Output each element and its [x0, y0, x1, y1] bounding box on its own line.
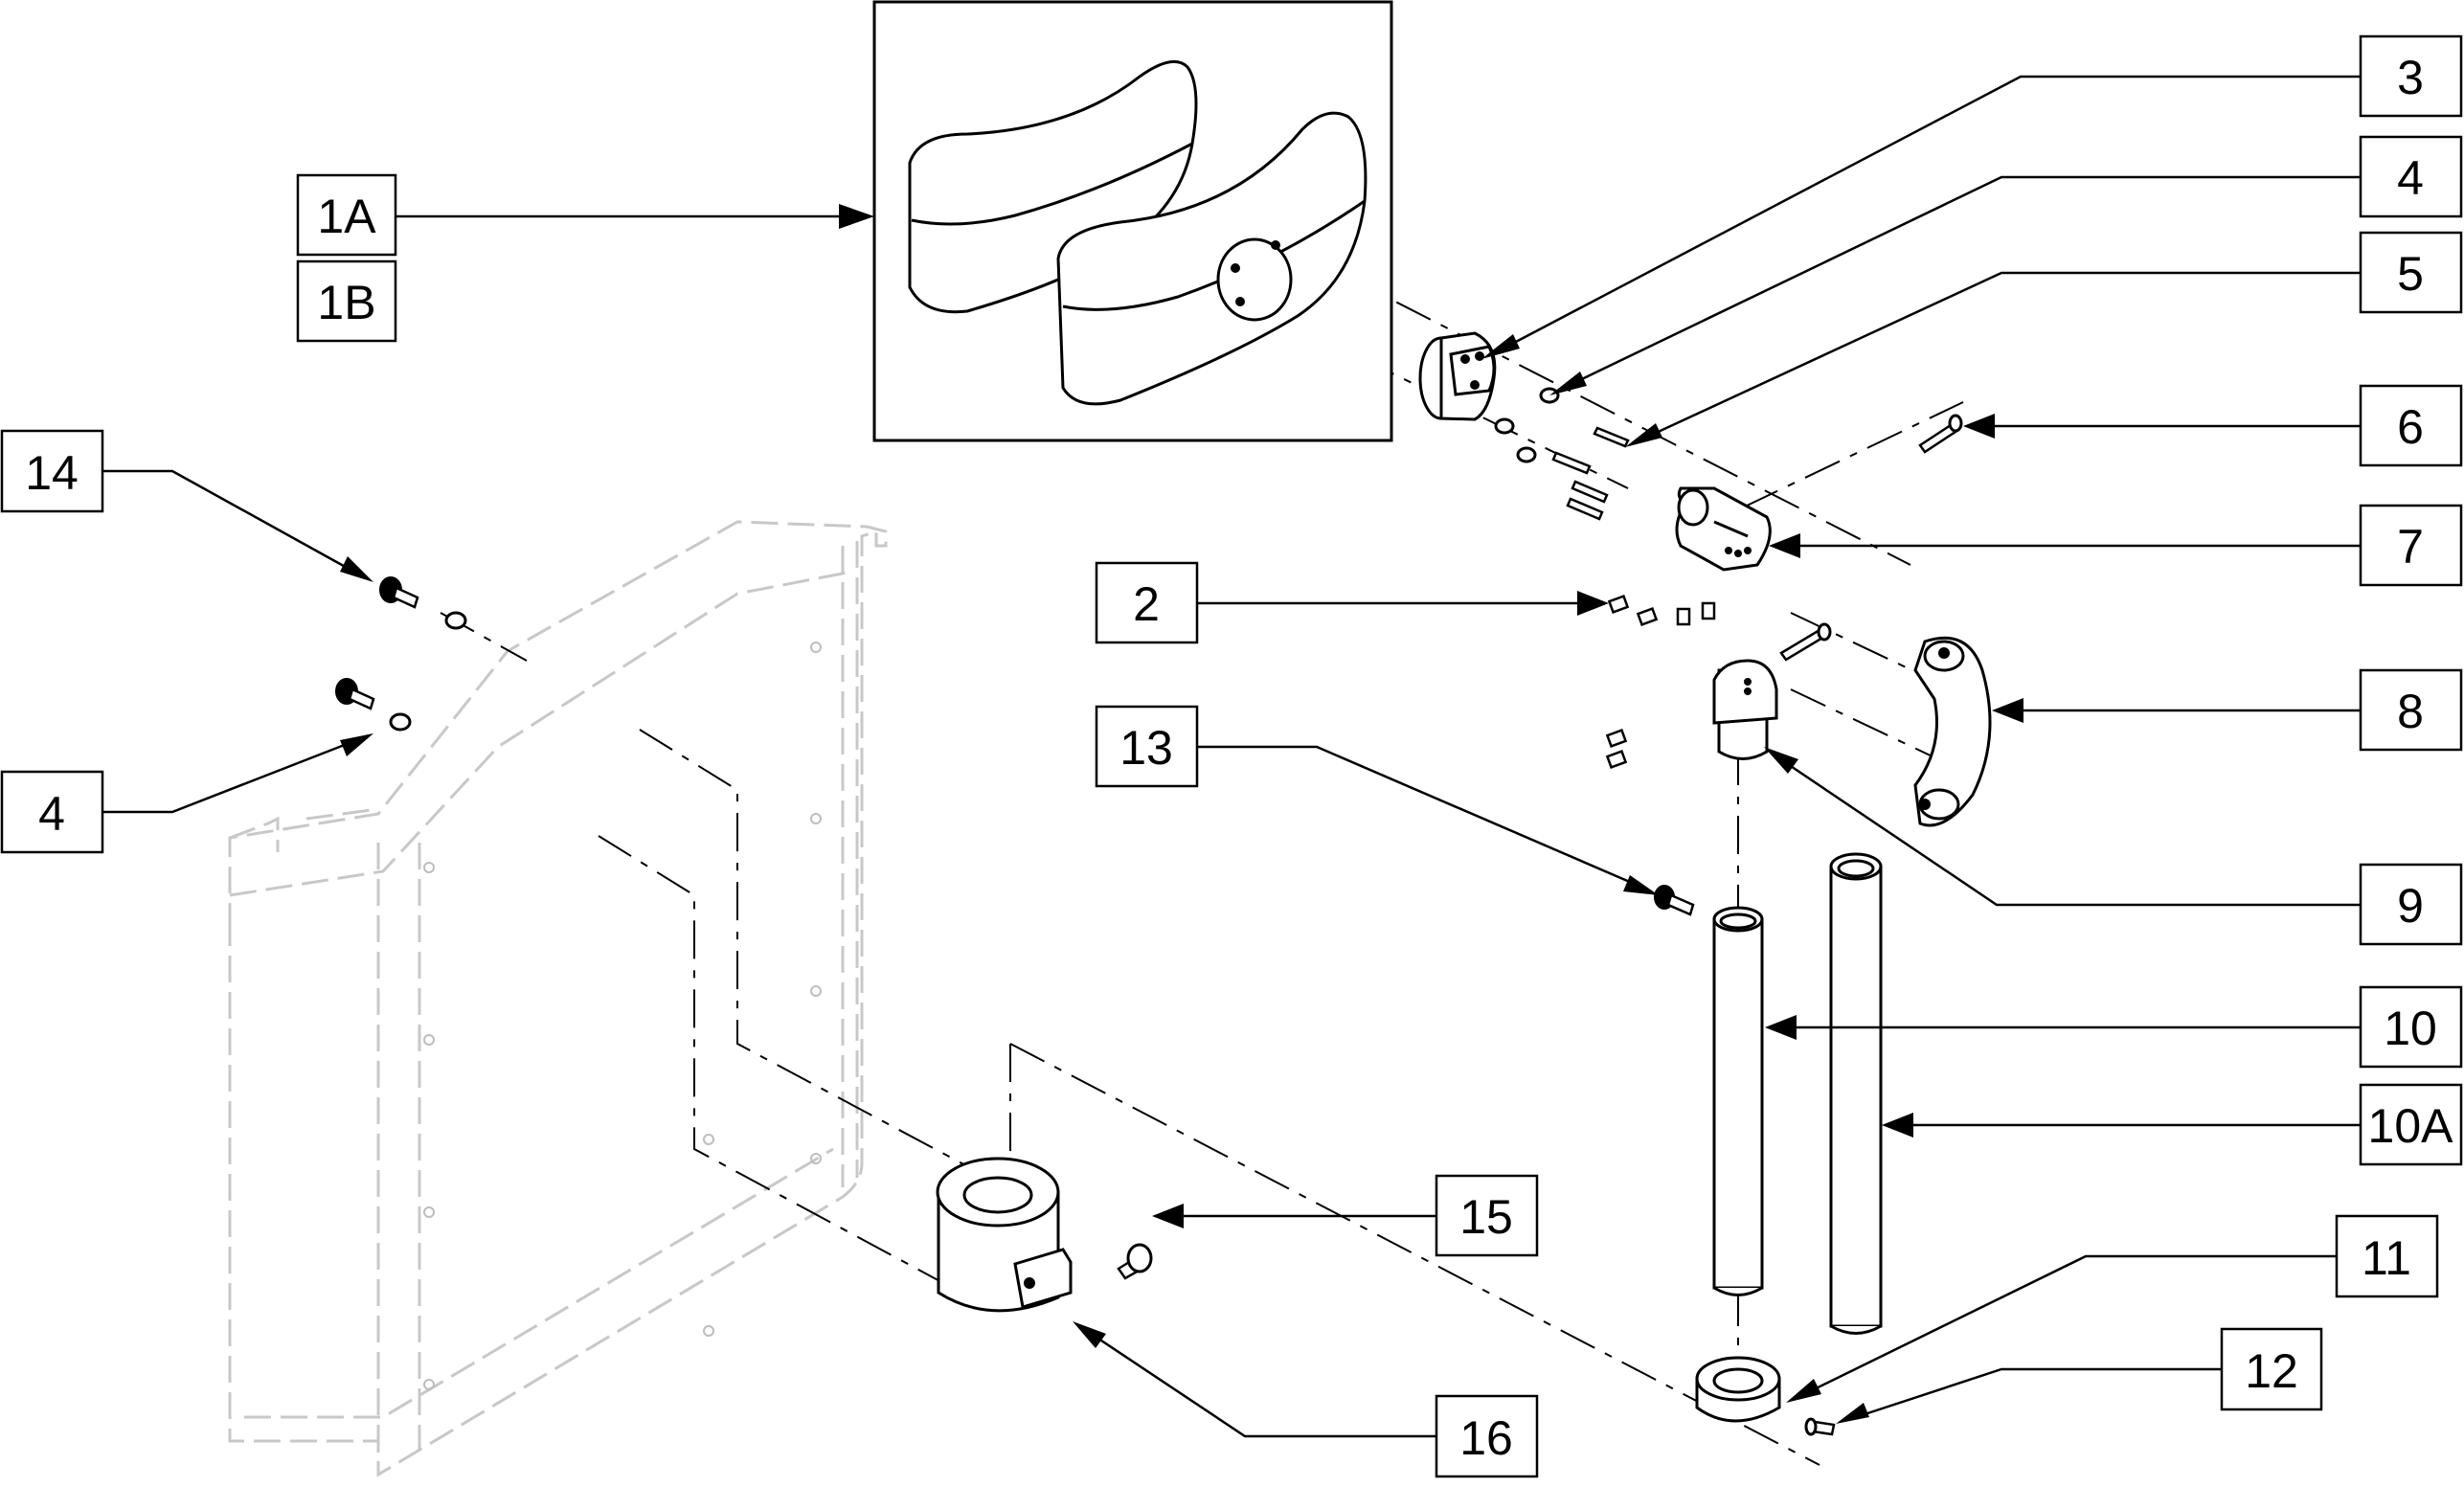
callout-16: 16: [1435, 1394, 1539, 1478]
callout-14-text: 14: [25, 446, 79, 500]
callout-10A: 10A: [2359, 1083, 2463, 1166]
callout-10-text: 10: [2384, 1002, 2437, 1055]
callout-10A-text: 10A: [2368, 1099, 2454, 1153]
part-5-screws: [1551, 426, 1630, 521]
part-12-screw: [1804, 1417, 1836, 1436]
callout-16-text: 16: [1459, 1411, 1513, 1465]
part-3-mount-plate: [1418, 331, 1497, 421]
callout-10: 10: [2359, 985, 2463, 1069]
callout-9: 9: [2359, 863, 2463, 946]
callout-13: 13: [1095, 705, 1199, 788]
part-11-collar: [1695, 1356, 1781, 1423]
part-16-receiver: [936, 1157, 1073, 1313]
callout-12: 12: [2220, 1327, 2323, 1411]
part-2-set-screws: [1605, 595, 1716, 769]
part-10-tube: [1712, 906, 1764, 1296]
callout-15: 15: [1435, 1174, 1539, 1257]
part-15-screw: [1117, 1243, 1153, 1280]
callout-15-text: 15: [1459, 1190, 1513, 1244]
callout-8: 8: [2359, 668, 2463, 752]
callout-7: 7: [2359, 504, 2463, 587]
callout-5-text: 5: [2397, 247, 2424, 301]
callout-3-text: 3: [2397, 51, 2424, 104]
callout-7-text: 7: [2397, 520, 2424, 574]
backrest-frame-ghost: [228, 520, 888, 1477]
armpad-inset: [872, 0, 1393, 442]
callout-3: 3: [2359, 34, 2463, 118]
callout-1A: 1A: [296, 173, 397, 257]
callout-1B-text: 1B: [317, 276, 375, 329]
callout-5: 5: [2359, 231, 2463, 314]
callout-14: 14: [0, 429, 104, 513]
callout-1B: 1B: [296, 259, 397, 343]
part-14-screw: [379, 576, 467, 630]
callout-2-text: 2: [1133, 577, 1160, 631]
callout-4-left: 4: [0, 770, 104, 854]
part-4-left-screw: [335, 678, 412, 732]
callout-9-text: 9: [2397, 879, 2424, 933]
callout-11-text: 11: [2362, 1231, 2411, 1285]
callout-12-text: 12: [2245, 1344, 2298, 1398]
part-8-bracket: [1913, 636, 1992, 827]
part-6-bolt: [1918, 414, 1963, 454]
callout-4-right: 4: [2359, 135, 2463, 218]
callout-6-text: 6: [2397, 400, 2424, 454]
part-9-clevis: [1712, 622, 1832, 760]
part-13-screw: [1654, 885, 1695, 916]
callout-1A-text: 1A: [317, 190, 376, 243]
part-7-clamp: [1675, 486, 1772, 572]
part-10A-tube: [1829, 852, 1883, 1335]
callout-6: 6: [2359, 384, 2463, 467]
callout-8-text: 8: [2397, 685, 2424, 738]
leader-lines: [102, 75, 2361, 1438]
callout-2: 2: [1095, 561, 1199, 644]
callout-13-text: 13: [1119, 721, 1173, 775]
callout-11: 11: [2335, 1214, 2439, 1298]
callout-4-left-text: 4: [38, 787, 65, 841]
callout-4-right-text: 4: [2397, 151, 2424, 205]
